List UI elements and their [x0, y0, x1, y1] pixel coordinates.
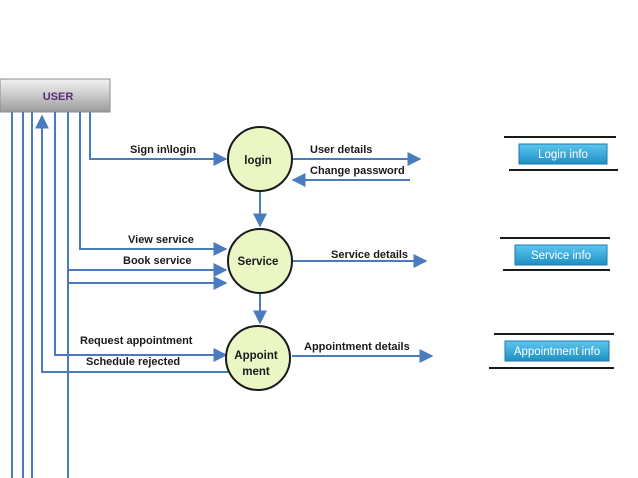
- store-service-info: Service info: [500, 237, 610, 271]
- store-appointment-info: Appointment info: [489, 333, 614, 369]
- process-service-label: Service: [238, 256, 279, 268]
- process-service: Service: [227, 228, 293, 294]
- process-login: login: [227, 126, 293, 192]
- flow-sign-in: [89, 112, 228, 166]
- user-entity: USER: [0, 78, 111, 113]
- label-sign-in: Sign in\login: [130, 144, 196, 156]
- store-login-info-label: Login info: [538, 149, 588, 161]
- process-appointment-label-2: ment: [242, 366, 270, 378]
- user-flow-lines: [11, 112, 69, 478]
- store-appointment-info-label: Appointment info: [514, 346, 600, 358]
- flow-schedule-rejected: [35, 114, 228, 373]
- label-schedule-rejected: Schedule rejected: [86, 356, 180, 368]
- label-appointment-details: Appointment details: [304, 341, 410, 353]
- label-view-service: View service: [128, 234, 194, 246]
- flow-view-service: [79, 112, 228, 256]
- label-user-details: User details: [310, 144, 372, 156]
- label-change-password: Change password: [310, 165, 405, 177]
- process-appointment: Appoint ment: [225, 325, 291, 391]
- label-service-details: Service details: [331, 249, 408, 261]
- process-appointment-label-1: Appoint: [234, 350, 278, 362]
- store-service-info-label: Service info: [531, 250, 591, 262]
- label-request-appointment: Request appointment: [80, 335, 193, 347]
- store-login-info: Login info: [504, 136, 618, 171]
- process-login-label: login: [244, 155, 271, 167]
- flow-request-appointment: [54, 112, 228, 362]
- user-entity-label: USER: [43, 91, 74, 103]
- label-book-service: Book service: [123, 255, 191, 267]
